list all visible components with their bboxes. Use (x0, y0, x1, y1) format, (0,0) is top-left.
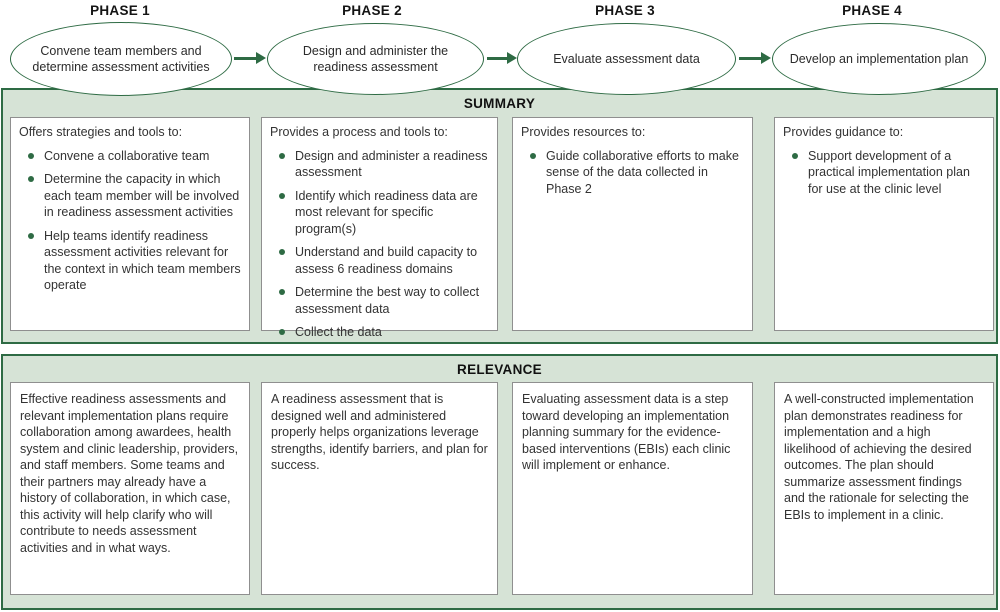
summary-box-phase-2: Provides a process and tools to: Design … (261, 117, 498, 339)
phase-3-label: PHASE 3 (595, 3, 655, 18)
relevance-text: Effective readiness assessments and rele… (20, 392, 239, 555)
phase-4-label: PHASE 4 (842, 3, 902, 18)
phase-4-oval: Develop an implementation plan (772, 23, 986, 95)
relevance-box-phase-2: A readiness assessment that is designed … (261, 382, 498, 595)
summary-bullet-list: Convene a collaborative team Determine t… (19, 148, 243, 294)
summary-bullet-list: Design and administer a readiness assess… (270, 148, 491, 341)
summary-bullet-list: Guide collaborative efforts to make sens… (521, 148, 746, 198)
arrow-right-icon (487, 52, 517, 63)
bullet-item: Guide collaborative efforts to make sens… (521, 148, 746, 198)
arrow-right-icon (739, 52, 771, 63)
relevance-text: A readiness assessment that is designed … (271, 392, 488, 472)
bullet-item: Support development of a practical imple… (783, 148, 987, 198)
phase-2-label: PHASE 2 (342, 3, 402, 18)
phase-1-oval: Convene team members and determine asses… (10, 22, 232, 96)
relevance-box-phase-3: Evaluating assessment data is a step tow… (512, 382, 753, 595)
relevance-text: Evaluating assessment data is a step tow… (522, 392, 731, 472)
bullet-item: Collect the data (270, 324, 491, 341)
phase-3-oval: Evaluate assessment data (517, 23, 736, 95)
phase-2-oval: Design and administer the readiness asse… (267, 23, 484, 95)
summary-box-intro: Provides resources to: (521, 125, 646, 139)
summary-title: SUMMARY (463, 96, 536, 111)
summary-box-intro: Offers strategies and tools to: (19, 125, 183, 139)
bullet-item: Determine the capacity in which each tea… (19, 171, 243, 221)
bullet-item: Convene a collaborative team (19, 148, 243, 165)
arrow-right-icon (234, 52, 266, 63)
summary-box-intro: Provides guidance to: (783, 125, 904, 139)
relevance-text: A well-constructed implementation plan d… (784, 392, 974, 522)
summary-box-phase-3: Provides resources to: Guide collaborati… (512, 117, 753, 331)
bullet-item: Help teams identify readiness assessment… (19, 228, 243, 294)
bullet-item: Identify which readiness data are most r… (270, 188, 491, 238)
summary-box-phase-4: Provides guidance to: Support developmen… (774, 117, 994, 331)
relevance-box-phase-1: Effective readiness assessments and rele… (10, 382, 250, 595)
bullet-item: Design and administer a readiness assess… (270, 148, 491, 181)
summary-bullet-list: Support development of a practical imple… (783, 148, 987, 198)
bullet-item: Determine the best way to collect assess… (270, 284, 491, 317)
phase-1-label: PHASE 1 (90, 3, 150, 18)
summary-box-phase-1: Offers strategies and tools to: Convene … (10, 117, 250, 331)
summary-box-intro: Provides a process and tools to: (270, 125, 448, 139)
relevance-box-phase-4: A well-constructed implementation plan d… (774, 382, 994, 595)
bullet-item: Understand and build capacity to assess … (270, 244, 491, 277)
relevance-title: RELEVANCE (457, 362, 542, 377)
